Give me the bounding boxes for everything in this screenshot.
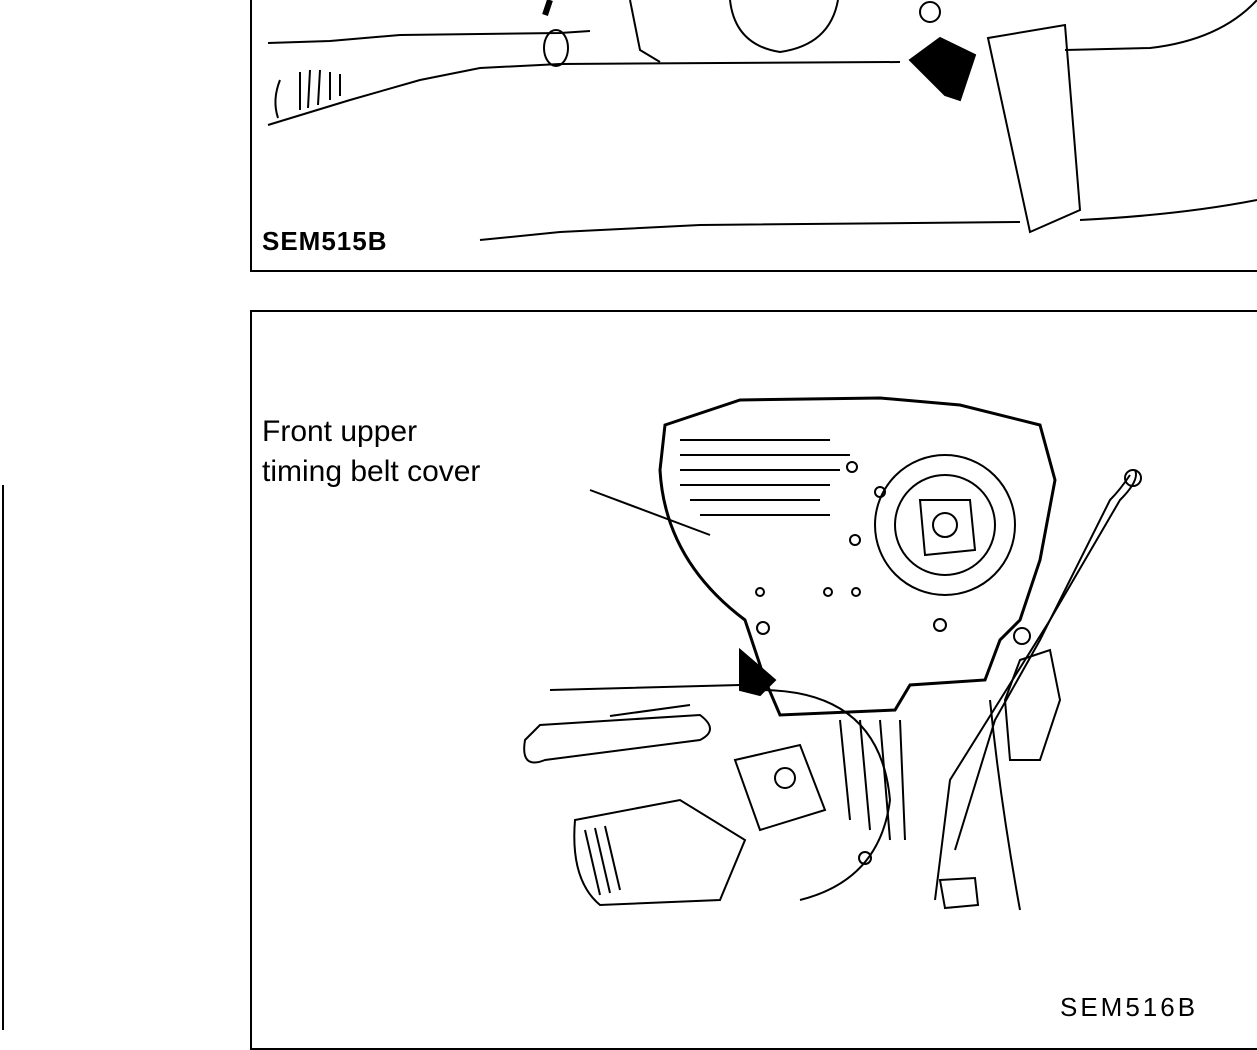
figure-code-sem516b: SEM516B xyxy=(1060,992,1199,1022)
figure-sem515b xyxy=(250,0,1257,272)
figure-sem515b-illustration xyxy=(267,0,1257,241)
page-margin-rule xyxy=(2,485,4,1030)
figure-code-sem515b: SEM515B xyxy=(262,226,388,256)
callout-line-2: timing belt cover xyxy=(262,455,481,488)
callout-line-1: Front upper xyxy=(262,415,418,448)
callout-front-upper-timing-belt-cover: Front upper timing belt cover xyxy=(262,412,480,492)
